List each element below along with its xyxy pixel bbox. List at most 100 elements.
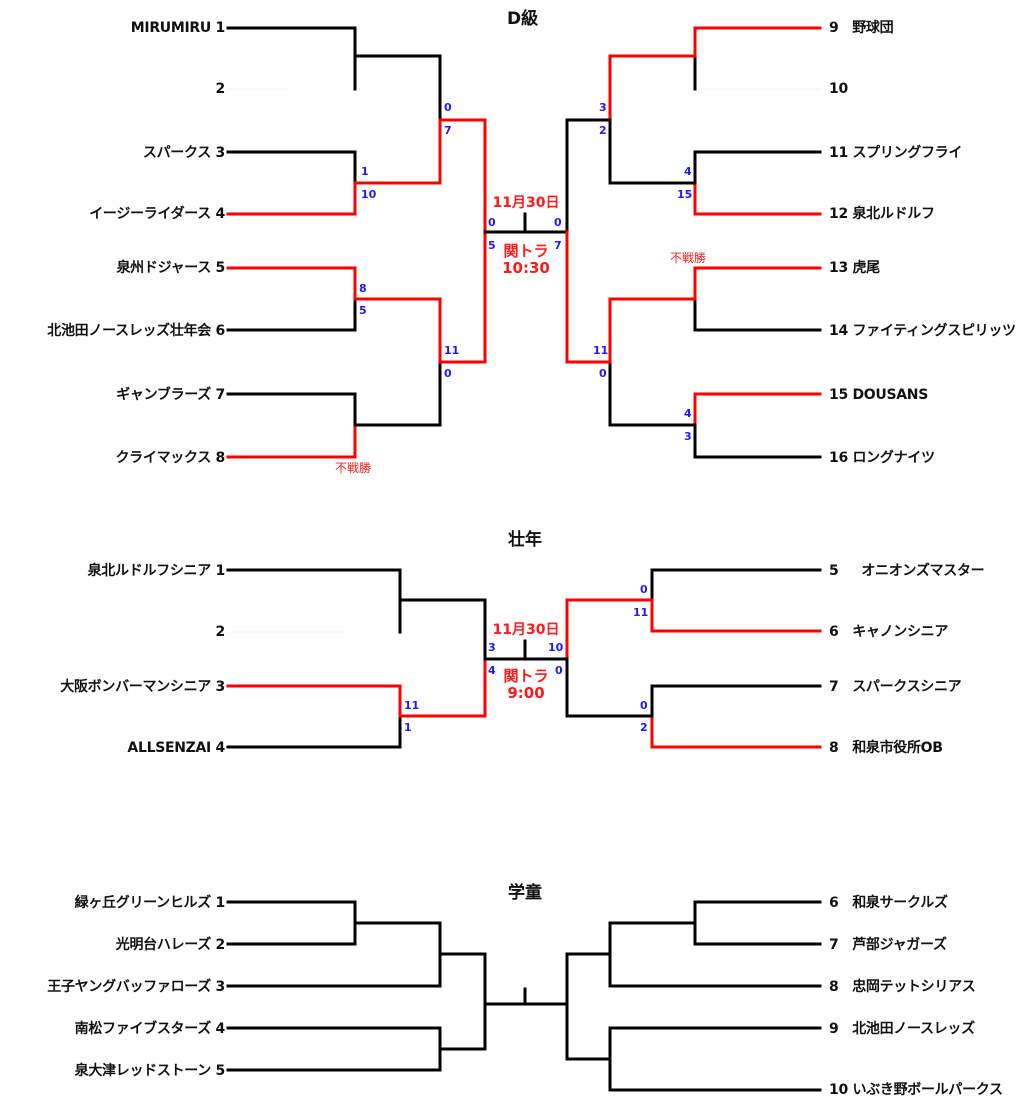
score-d-r1-15: 4 <box>684 407 692 420</box>
line-d-1 <box>226 26 357 58</box>
line-d-4 <box>226 181 357 216</box>
line-d-13 <box>693 266 822 301</box>
line-d-15 <box>693 392 822 427</box>
line-s-6 <box>650 598 822 633</box>
team-j-2[interactable]: 光明台ハレーズ 2 <box>115 937 226 953</box>
score-d-semi-left-top: 0 <box>488 216 496 229</box>
line-d-r1-g-win <box>608 297 697 364</box>
line-d-9 <box>693 26 822 58</box>
team-j-10[interactable]: 10 いぶき野ボールパークス <box>829 1082 1003 1098</box>
senior-title: 壮年 <box>508 530 542 550</box>
line-s-3 <box>226 684 402 718</box>
team-d-1[interactable]: MIRUMIRU 1 <box>130 20 226 36</box>
team-d-3[interactable]: スパークス 3 <box>142 145 225 161</box>
line-s-semi-bl <box>398 657 487 718</box>
team-s-5[interactable]: 5 オニオンズマスター <box>829 563 985 579</box>
score-d-r2-tl-top: 0 <box>444 101 452 114</box>
score-s-semi-right-bottom: 0 <box>555 664 563 677</box>
team-s-8[interactable]: 8 和泉市役所OB <box>829 740 943 756</box>
line-s-semi-tl <box>398 598 487 661</box>
team-s-1[interactable]: 泉北ルドルフシニア 1 <box>87 563 226 579</box>
line-d-r1-a <box>353 54 442 122</box>
team-s-3[interactable]: 大阪ボンバーマンシニア 3 <box>60 679 225 695</box>
team-d-16[interactable]: 16 ロングナイツ <box>829 450 935 466</box>
line-j-left-upper <box>438 952 487 1051</box>
d-class-date: 11月30日 <box>492 195 560 211</box>
d-class-venue: 関トラ <box>503 242 549 260</box>
line-s-4 <box>226 714 402 749</box>
line-d-5 <box>226 266 357 301</box>
score-d-r2-br-bottom: 0 <box>599 367 607 380</box>
score-s-r1-8: 2 <box>640 721 648 734</box>
team-j-3[interactable]: 王子ヤングバッファローズ 3 <box>47 979 225 995</box>
team-d-5[interactable]: 泉州ドジャース 5 <box>116 260 225 276</box>
senior-venue: 関トラ <box>503 667 549 685</box>
score-s-r1-5: 0 <box>640 583 648 596</box>
line-j-right <box>565 952 612 1061</box>
score-d-r2-bl-bottom: 0 <box>444 367 452 380</box>
team-d-12[interactable]: 12 泉北ルドルフ <box>829 206 935 222</box>
score-s-semi-left-top: 3 <box>488 641 496 654</box>
line-d-12 <box>693 181 822 216</box>
score-d-r2-br-top: 11 <box>593 344 609 357</box>
line-d-qf-tl <box>438 118 487 234</box>
team-s-2[interactable]: 2 <box>215 624 226 640</box>
line-d-8 <box>226 423 357 459</box>
line-d-16 <box>693 423 822 459</box>
team-j-9[interactable]: 9 北池田ノースレッズ <box>829 1021 975 1037</box>
walkover-note-left: 不戦勝 <box>335 461 372 475</box>
line-j-4v5 <box>226 1026 442 1072</box>
team-d-2[interactable]: 2 <box>215 81 226 97</box>
team-j-1[interactable]: 緑ヶ丘グリーンヒルズ 1 <box>74 895 226 911</box>
team-j-7[interactable]: 7 芦部ジャガーズ <box>829 937 947 953</box>
score-s-r1-3: 11 <box>404 699 420 712</box>
d-class-title: D級 <box>507 9 539 29</box>
team-j-6[interactable]: 6 和泉サークルズ <box>829 895 948 911</box>
team-j-5[interactable]: 泉大津レッドストーン 5 <box>74 1063 226 1079</box>
team-d-9[interactable]: 9 野球団 <box>829 20 894 36</box>
line-d-6 <box>226 297 357 332</box>
score-d-r1-6: 5 <box>359 304 367 317</box>
team-d-7[interactable]: ギャンブラーズ 7 <box>116 387 225 403</box>
line-d-r1-e-win <box>608 54 697 122</box>
line-j-3 <box>226 921 442 988</box>
score-d-r1-5: 8 <box>359 282 367 295</box>
score-s-r1-6: 11 <box>633 606 649 619</box>
score-d-r1-3: 1 <box>361 165 369 178</box>
team-d-11[interactable]: 11 スプリングフライ <box>829 145 963 161</box>
line-d-r1-c-win <box>353 297 442 364</box>
team-s-7[interactable]: 7 スパークスシニア <box>829 679 962 695</box>
line-d-r1-b-win <box>353 118 442 185</box>
walkover-note-right: 不戦勝 <box>670 251 707 265</box>
line-s-7 <box>650 684 822 718</box>
line-j-6v7 <box>693 900 822 946</box>
team-j-8[interactable]: 8 忠岡テットシリアス <box>829 979 976 995</box>
senior-date: 11月30日 <box>492 622 560 638</box>
score-s-semi-right-top: 10 <box>548 641 564 654</box>
team-d-13[interactable]: 13 虎尾 <box>829 260 880 276</box>
junior-title: 学童 <box>508 883 542 903</box>
team-s-4[interactable]: ALLSENZAI 4 <box>127 740 225 756</box>
line-d-3 <box>226 150 357 185</box>
team-s-6[interactable]: 6 キャノンシニア <box>829 624 949 640</box>
score-d-r2-bl-top: 11 <box>444 344 460 357</box>
line-s-5 <box>650 568 822 602</box>
line-d-7 <box>226 392 357 427</box>
team-d-14[interactable]: 14 ファイティングスピリッツ <box>829 323 1016 339</box>
d-class-time: 10:30 <box>502 259 550 277</box>
team-j-4[interactable]: 南松ファイブスターズ 4 <box>74 1021 226 1037</box>
line-d-qf-bl <box>438 230 487 364</box>
score-d-r2-tr-bottom: 2 <box>599 124 607 137</box>
team-d-6[interactable]: 北池田ノースレッズ壮年会 6 <box>47 323 225 339</box>
team-d-8[interactable]: クライマックス 8 <box>115 450 225 466</box>
line-d-r1-h <box>608 360 697 427</box>
team-d-4[interactable]: イージーライダース 4 <box>89 206 225 222</box>
score-d-r1-12: 15 <box>677 188 693 201</box>
score-d-semi-right-bottom: 7 <box>554 239 562 252</box>
score-d-r1-4: 10 <box>361 188 377 201</box>
team-d-15[interactable]: 15 DOUSANS <box>829 387 928 403</box>
score-s-semi-left-bottom: 4 <box>488 664 496 677</box>
score-d-r2-tl-bottom: 7 <box>444 124 452 137</box>
team-d-10[interactable]: 10 <box>829 81 848 97</box>
